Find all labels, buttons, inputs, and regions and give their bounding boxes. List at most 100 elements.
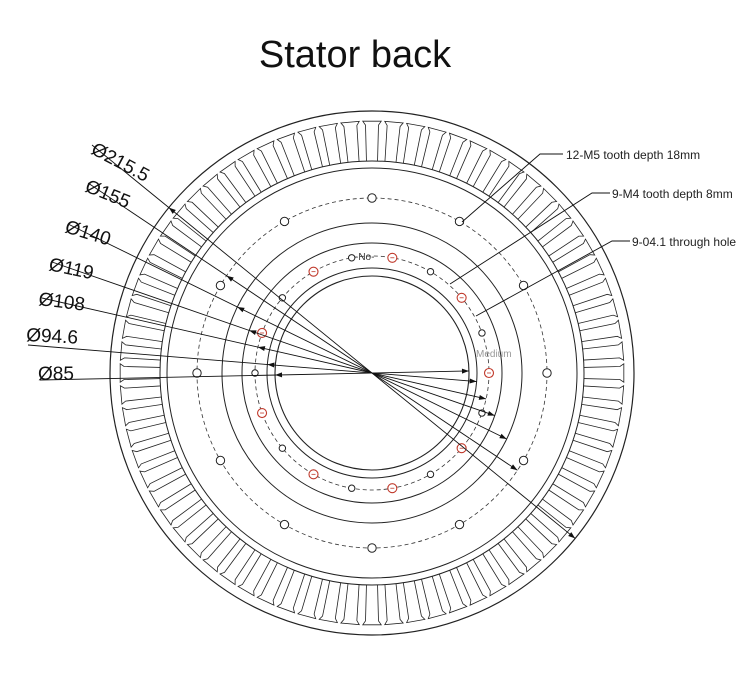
dimension-leader (51, 261, 495, 417)
note-leader-m4 (449, 192, 610, 285)
stator-slot (256, 140, 288, 184)
ring-d140 (221, 222, 523, 524)
dimension-leaders (27, 144, 630, 539)
stator-slot (219, 543, 256, 586)
note-leader-m5 (461, 153, 563, 223)
stator-slots (119, 120, 625, 626)
stator-slot (159, 220, 202, 257)
stator-slot (517, 518, 558, 559)
leader-arrowhead (237, 306, 245, 313)
dimension-leader (67, 223, 507, 440)
label-no: -No- (355, 252, 374, 263)
leader-arrowhead (499, 433, 507, 440)
leader-arrowhead (275, 372, 283, 378)
stator-slot (517, 187, 558, 228)
stator-slot (456, 562, 488, 606)
m5-hole (367, 543, 377, 553)
dim-label-119: Ø119 (47, 254, 95, 284)
stator-slot (318, 580, 342, 624)
dim-label-108: Ø108 (37, 289, 86, 316)
stator-slot (172, 504, 214, 543)
stator-slot (119, 385, 162, 405)
stator-slot (172, 203, 214, 242)
stator-slot (297, 126, 323, 170)
stator-slot (503, 173, 542, 215)
holes-group (192, 193, 552, 553)
leader-arrowhead (226, 275, 234, 282)
leader-arrowhead (487, 410, 495, 416)
dimension-leader (27, 344, 477, 382)
stator-slot (186, 187, 227, 228)
stator-slot (186, 518, 227, 559)
stator-slot (421, 126, 447, 170)
m5-hole (215, 455, 226, 466)
stator-slot (561, 257, 605, 289)
stator-slot (575, 298, 619, 324)
m4-hole (278, 444, 287, 452)
note-leader-through (475, 240, 630, 317)
ring-d119 (241, 242, 503, 504)
stator-slot (384, 583, 404, 626)
page-title: Stator back (258, 34, 452, 76)
stator-slot (340, 583, 360, 626)
stator-slot (125, 422, 169, 448)
dimension-leader (39, 370, 469, 381)
stator-slot (131, 277, 175, 307)
stator-slot (530, 504, 572, 543)
stator-slot (488, 160, 525, 203)
m4-hole (347, 484, 356, 492)
note-m5: 12-M5 tooth depth 18mm (566, 148, 700, 162)
stator-slot (131, 439, 175, 469)
leader-arrowhead (568, 532, 576, 539)
stator-slot (582, 385, 625, 405)
m4-hole (426, 267, 435, 276)
stator-slot (542, 489, 585, 526)
dim-label-155: Ø155 (82, 176, 133, 213)
stator-slot (276, 570, 306, 614)
stator-slot (361, 120, 383, 162)
stator-slot (438, 570, 468, 614)
stator-slot (139, 257, 183, 289)
stator-slot (159, 489, 202, 526)
stator-slot (119, 362, 161, 384)
dim-label-94-6: Ø94.6 (26, 325, 79, 349)
stator-slot (202, 531, 241, 573)
leader-arrowhead (461, 368, 469, 374)
label-medium: Medium (476, 349, 512, 360)
inner-bore (274, 275, 470, 471)
stator-slot (318, 122, 342, 166)
stator-slot (402, 122, 426, 166)
stator-slot (569, 277, 613, 307)
dim-label-85: Ø85 (38, 364, 74, 385)
stator-slot (579, 319, 623, 343)
stator-slot (139, 457, 183, 489)
stator-slot (237, 553, 272, 597)
m4-hole (251, 369, 259, 377)
note-m4: 9-M4 tooth depth 8mm (612, 187, 733, 201)
ring-d108 (266, 267, 478, 479)
m5-hole (279, 519, 290, 530)
stator-slot (297, 576, 323, 620)
m4-hole (347, 254, 356, 262)
m5-hole (454, 519, 465, 530)
stator-slot (237, 149, 272, 193)
dim-label-140: Ø140 (63, 217, 114, 251)
stator-slot (219, 160, 256, 203)
m5-hole (454, 216, 465, 227)
m5-hole (215, 280, 226, 291)
stator-slot (361, 584, 383, 626)
stator-slot (579, 403, 623, 427)
m5-hole (192, 368, 202, 378)
dimension-leader (91, 144, 576, 539)
leader-arrowhead (267, 362, 275, 368)
stator-slot (202, 173, 241, 215)
stator-slot (384, 120, 404, 163)
stator-slot (421, 576, 447, 620)
leader-arrowhead (257, 346, 266, 352)
leader-arrowhead (249, 330, 257, 336)
stator-slot (561, 457, 605, 489)
stator-slot (552, 238, 596, 273)
stator-slot (119, 341, 162, 361)
m4-hole (426, 470, 435, 479)
